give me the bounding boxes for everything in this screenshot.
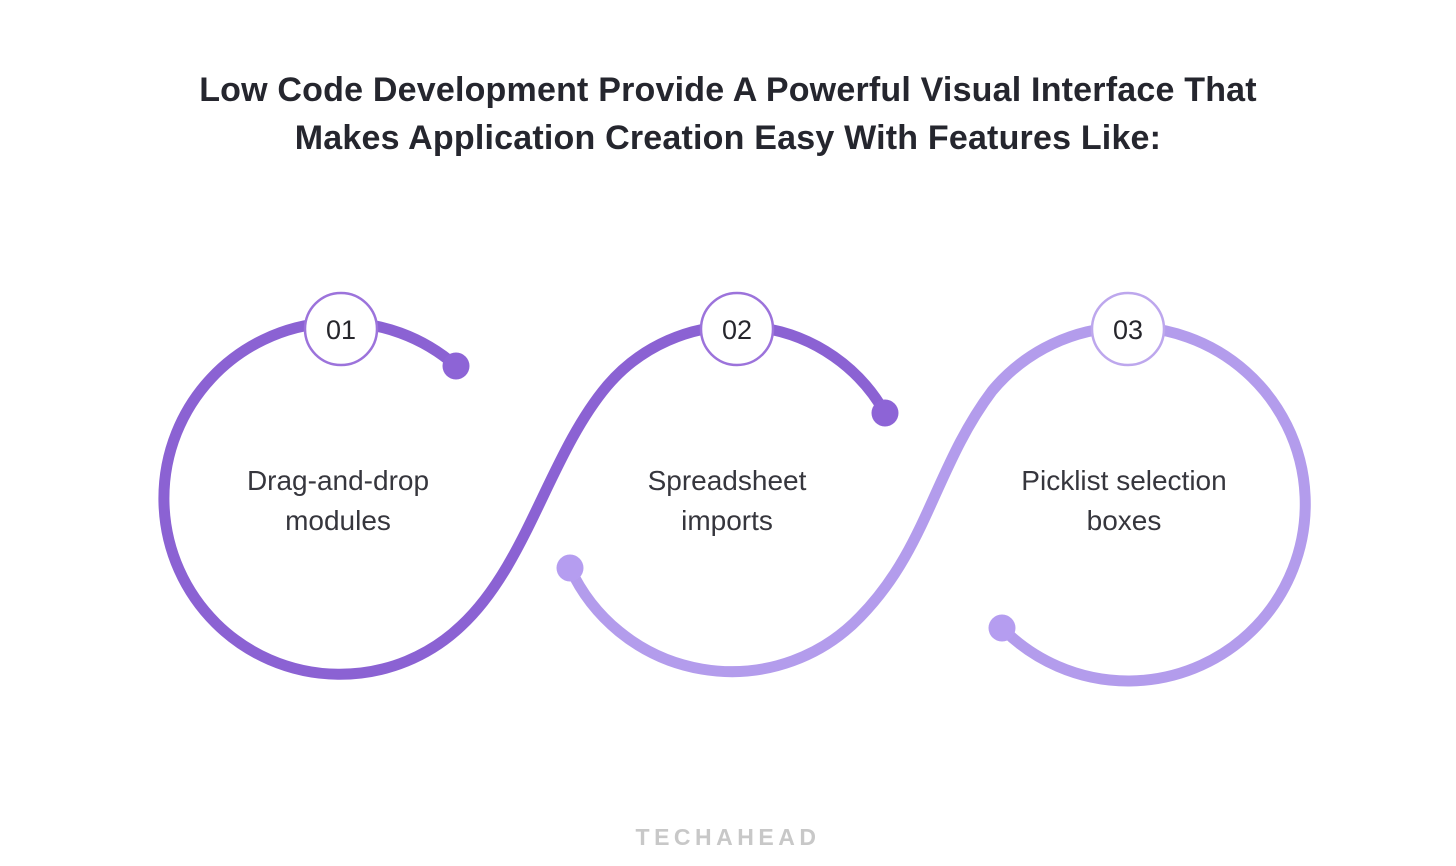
step-label-3-line-2: boxes [1086, 505, 1162, 536]
endpoint-dot-2 [871, 399, 899, 427]
step-label-1: Drag-and-drop modules [178, 461, 498, 541]
step-badge-1-number: 01 [326, 315, 356, 345]
title-line-2: Makes Application Creation Easy With Fea… [294, 119, 1162, 157]
step-label-1-line-2: modules [285, 505, 391, 536]
step-label-3-line-1: Picklist selection [1021, 465, 1227, 496]
step-label-2: Spreadsheet imports [567, 461, 887, 541]
endpoint-dot-1 [442, 352, 470, 380]
step-badge-3: 03 [1090, 291, 1166, 367]
step-badge-2-circle [699, 291, 775, 367]
step-label-2-line-1: Spreadsheet [647, 465, 807, 496]
step-badge-2: 02 [699, 291, 775, 367]
step-label-3: Picklist selection boxes [964, 461, 1284, 541]
step-badge-1-circle [303, 291, 379, 367]
step-label-2-line-2: imports [681, 505, 773, 536]
step-label-1-line-1: Drag-and-drop [246, 465, 430, 496]
step-badge-3-circle [1090, 291, 1166, 367]
endpoint-dot-4 [988, 614, 1016, 642]
step-badge-2-number: 02 [722, 315, 752, 345]
techahead-watermark-logo: TECHAHEAD [635, 824, 821, 850]
endpoint-dot-3 [556, 554, 584, 582]
step-badge-1: 01 [303, 291, 379, 367]
title-line-1: Low Code Development Provide A Powerful … [199, 71, 1257, 109]
step-badge-3-number: 03 [1113, 315, 1143, 345]
infographic-title: Low Code Development Provide A Powerful … [0, 66, 1456, 162]
